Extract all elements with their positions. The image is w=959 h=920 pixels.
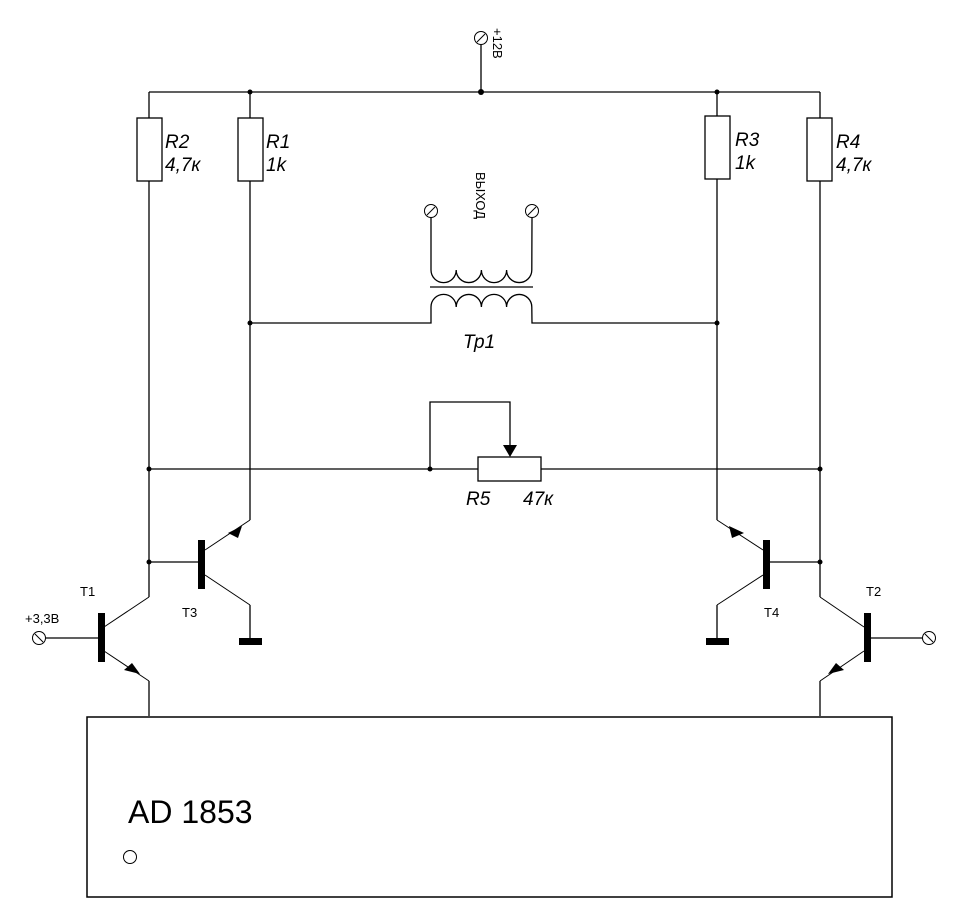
t2-emitter-arrow-icon [828, 663, 844, 674]
transformer-tp1 [250, 204, 717, 324]
r4-name: R4 [836, 132, 860, 153]
potentiometer-r5 [149, 401, 820, 482]
t3-label: T3 [182, 605, 197, 620]
transformer-name: Тр1 [463, 332, 495, 353]
t3-emitter-arrow-icon [228, 526, 242, 538]
transistor-t2 [819, 596, 936, 716]
r1-value: 1k [266, 155, 288, 176]
chip-ad1853 [86, 716, 893, 898]
junction-dot [247, 320, 253, 326]
t2-base-bar [864, 613, 871, 662]
t1-label: T1 [80, 584, 95, 599]
transistor-t3 [146, 469, 262, 645]
pin1-marker-icon [123, 850, 137, 864]
ground-icon [706, 638, 729, 645]
resistor-r4 [806, 92, 833, 468]
resistor-r2 [136, 92, 163, 468]
ground-icon [239, 638, 262, 645]
r5-value: 47к [523, 489, 554, 510]
resistor-r1 [237, 92, 264, 520]
junction-dot [714, 320, 720, 326]
junction-dot [478, 89, 484, 95]
supply-terminal [474, 31, 488, 92]
r4-value: 4,7к [836, 155, 872, 176]
t4-base-bar [763, 540, 770, 589]
transistor-t1 [32, 596, 150, 716]
supply-label: +12В [490, 28, 505, 59]
resistor-r3 [704, 92, 731, 520]
r5-name: R5 [466, 489, 491, 510]
junction-dot [427, 466, 433, 472]
t3-base-bar [198, 540, 205, 589]
r2-value: 4,7к [165, 155, 201, 176]
secondary-winding [430, 217, 533, 284]
output-label: ВЫХОД [473, 172, 488, 219]
t1-base-bar [98, 613, 105, 662]
t1-emitter-arrow-icon [124, 663, 140, 674]
r3-value: 1k [735, 153, 757, 174]
primary-winding [250, 293, 717, 324]
r1-name: R1 [266, 132, 290, 153]
transistor-t4 [706, 469, 823, 645]
wiper-arrow-icon [503, 445, 517, 457]
t4-label: T4 [764, 605, 779, 620]
t2-label: T2 [866, 584, 881, 599]
t4-emitter-arrow-icon [729, 526, 744, 538]
r3-name: R3 [735, 130, 760, 151]
input-label: +3,3В [25, 611, 59, 626]
chip-label: AD 1853 [128, 794, 253, 830]
r2-name: R2 [165, 132, 190, 153]
